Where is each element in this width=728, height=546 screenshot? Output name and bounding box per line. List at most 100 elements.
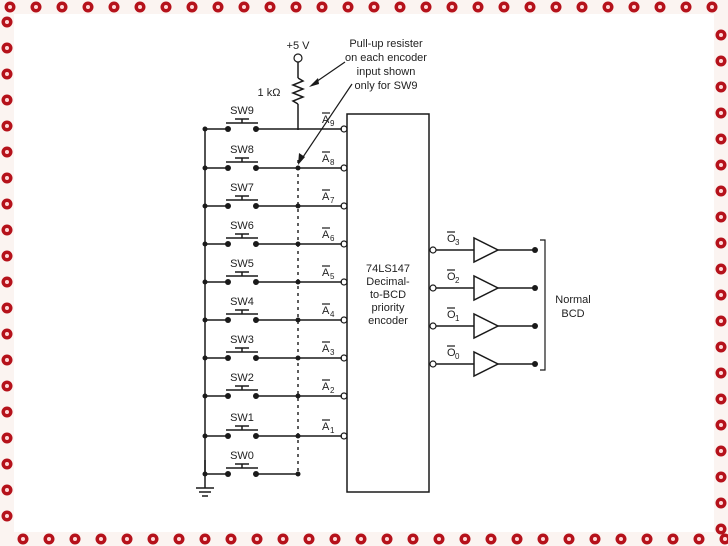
encoder-ic: 74LS147 Decimal- to-BCD priority encoder — [346, 113, 430, 493]
border-flower — [472, 1, 484, 13]
border-flower — [1, 406, 13, 418]
border-flower — [121, 533, 133, 545]
border-flower — [715, 471, 727, 483]
input-label: A — [322, 229, 330, 241]
encoder-box — [346, 113, 430, 493]
border-flower — [563, 533, 575, 545]
border-flower — [1, 172, 13, 184]
border-flower — [706, 1, 718, 13]
border-flower — [576, 1, 588, 13]
border-flower — [134, 1, 146, 13]
border-flower — [264, 1, 276, 13]
border-flower — [715, 445, 727, 457]
border-flower — [524, 1, 536, 13]
output-pin-label: O — [447, 347, 456, 359]
border-flower — [715, 185, 727, 197]
border-flower — [654, 1, 666, 13]
border-flower — [43, 533, 55, 545]
border-flower — [1, 328, 13, 340]
border-flower — [329, 533, 341, 545]
switch-label: SW5 — [230, 258, 254, 270]
input-subscript: 1 — [330, 426, 335, 435]
border-flower — [1, 302, 13, 314]
border-flower — [17, 533, 29, 545]
buffer-triangle-icon — [473, 312, 500, 340]
output-pin-label: O — [447, 233, 456, 245]
border-flower — [715, 107, 727, 119]
border-flower — [715, 211, 727, 223]
buffer-triangle-icon — [473, 350, 500, 378]
note-line: input shown — [357, 66, 416, 78]
switch-label: SW0 — [230, 450, 254, 462]
push-button-switch — [202, 385, 342, 399]
input-subscript: 8 — [330, 158, 335, 167]
supply-voltage-label: +5 V — [287, 40, 311, 52]
border-flower — [303, 533, 315, 545]
encoder-label-line: 74LS147 — [366, 263, 410, 275]
border-flower — [1, 484, 13, 496]
border-flower — [56, 1, 68, 13]
border-flower — [446, 1, 458, 13]
border-flower — [715, 315, 727, 327]
border-flower — [147, 533, 159, 545]
border-flower — [1, 250, 13, 262]
border-flower — [1, 432, 13, 444]
border-flower — [368, 1, 380, 13]
push-button-switch — [202, 233, 342, 247]
switch-label: SW7 — [230, 182, 254, 194]
push-button-switch — [202, 463, 301, 477]
border-flower — [719, 533, 728, 545]
border-flower — [420, 1, 432, 13]
border-flower — [602, 1, 614, 13]
border-flower — [225, 533, 237, 545]
border-flower — [199, 533, 211, 545]
input-subscript: 2 — [330, 386, 335, 395]
input-label: A — [322, 421, 330, 433]
push-button-switch — [202, 195, 342, 209]
border-flower — [715, 419, 727, 431]
border-flower — [277, 533, 289, 545]
border-flower — [641, 533, 653, 545]
border-flower — [1, 198, 13, 210]
border-flower — [407, 533, 419, 545]
border-flower — [1, 16, 13, 28]
border-flower — [715, 263, 727, 275]
push-button-switch — [202, 425, 342, 439]
encoder-label-line: encoder — [368, 315, 408, 327]
border-flower — [715, 367, 727, 379]
border-flower — [1, 510, 13, 522]
output-pin-subscript: 2 — [455, 276, 460, 285]
input-subscript: 3 — [330, 348, 335, 357]
border-flower — [498, 1, 510, 13]
switch-label: SW3 — [230, 334, 254, 346]
border-flower — [108, 1, 120, 13]
buffer-triangle-icon — [473, 274, 500, 302]
output-pin-label: O — [447, 271, 456, 283]
output-label-line: Normal — [555, 294, 590, 306]
border-flower — [1, 146, 13, 158]
border-flower — [1, 276, 13, 288]
encoder-label-line: to-BCD — [370, 289, 406, 301]
switch-label: SW1 — [230, 412, 254, 424]
buffer-triangle-icon — [473, 236, 500, 264]
power-supply: +5 V 1 kΩ — [258, 40, 311, 130]
resistor-value-label: 1 kΩ — [258, 87, 281, 99]
border-flower — [715, 497, 727, 509]
border-flower — [1, 42, 13, 54]
switch-label: SW8 — [230, 144, 254, 156]
note-line: only for SW9 — [355, 80, 418, 92]
border-flower — [82, 1, 94, 13]
border-flower — [715, 237, 727, 249]
border-flower — [715, 55, 727, 67]
